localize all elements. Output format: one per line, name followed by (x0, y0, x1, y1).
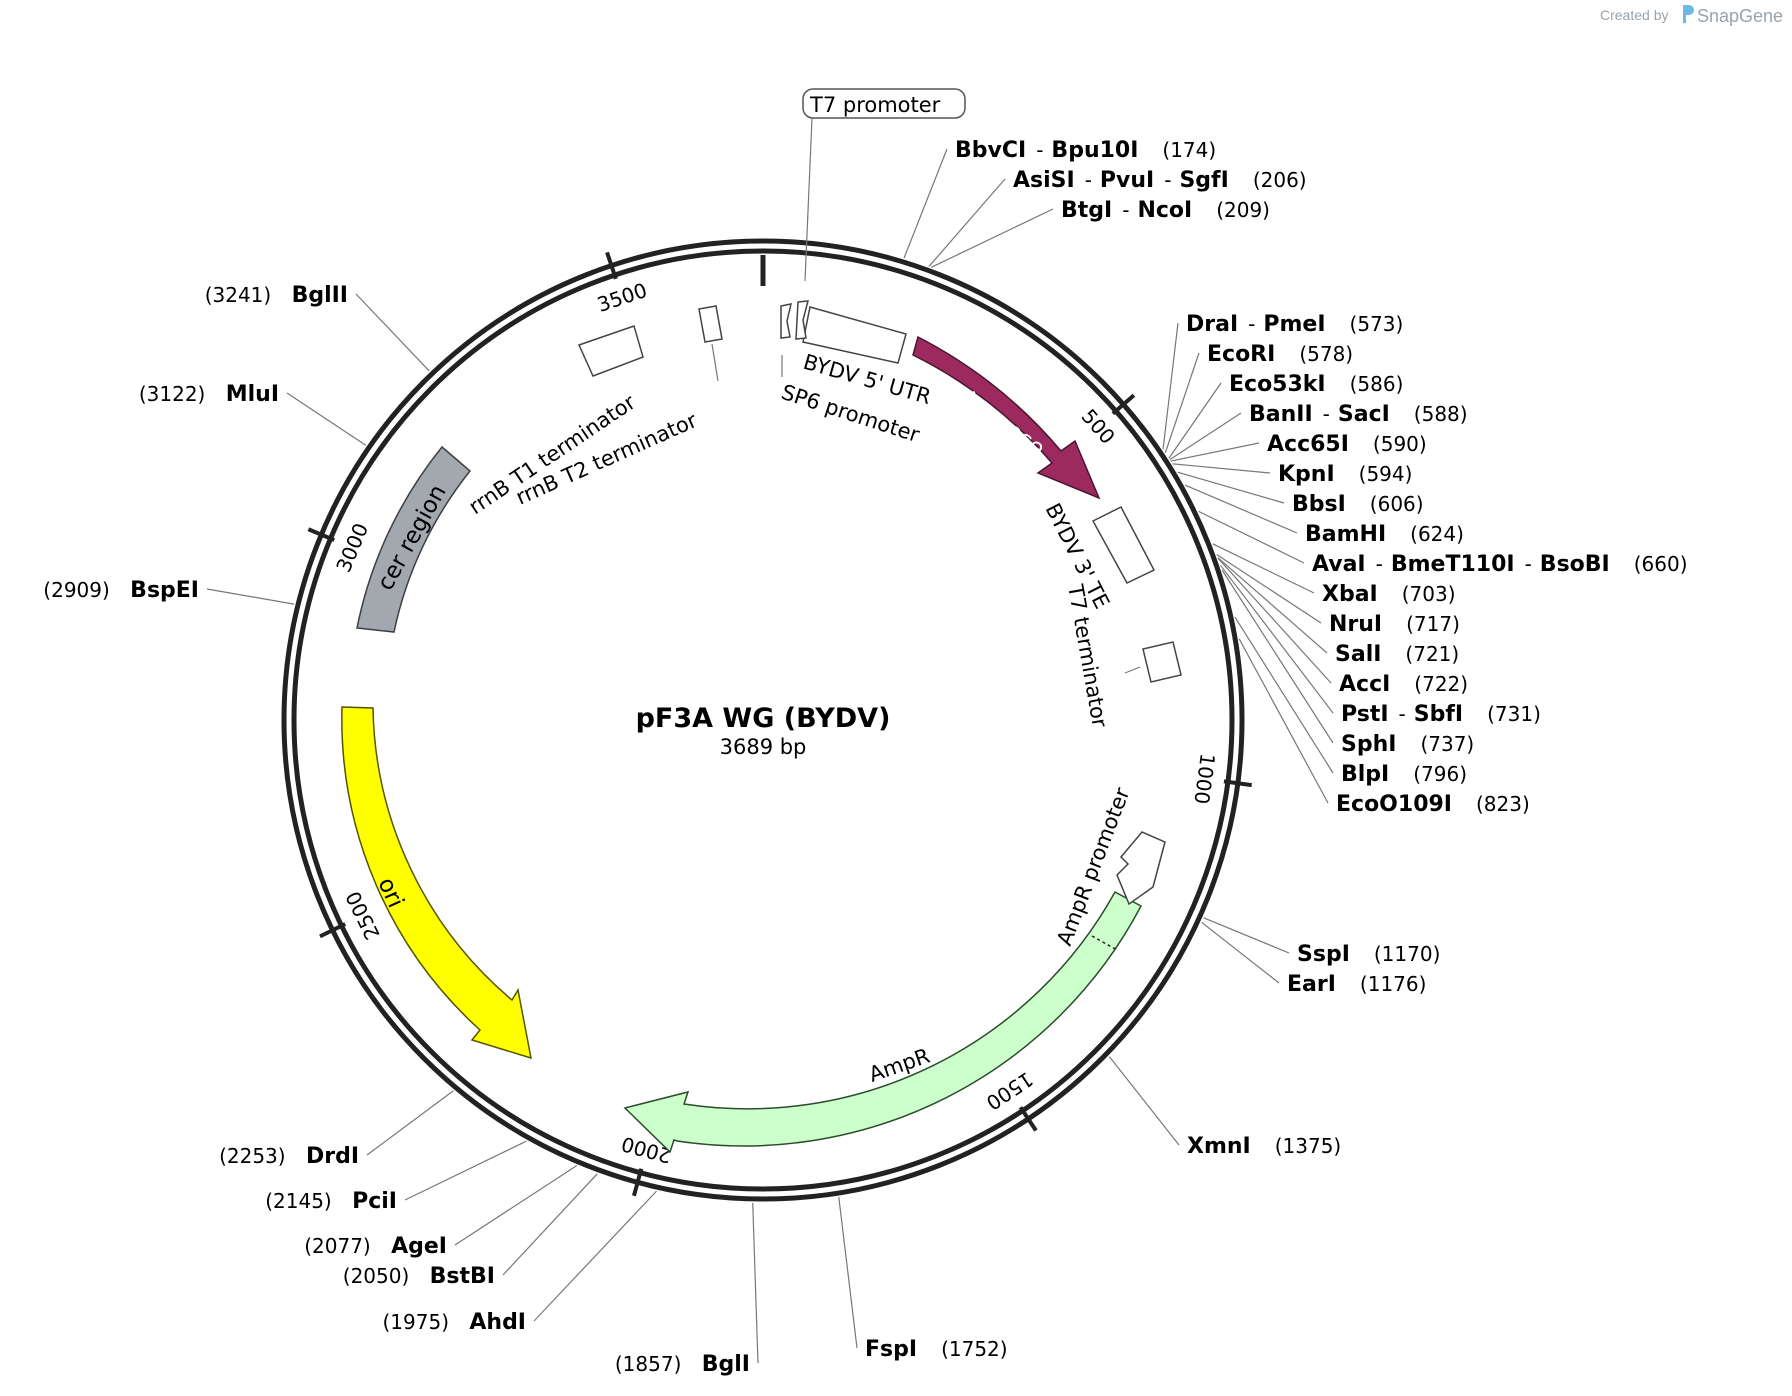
site-text: BlpI(796) (1341, 762, 1467, 787)
features (341, 300, 1182, 1154)
site-text: NruI(717) (1329, 612, 1460, 637)
bydv-3te-feature[interactable] (1091, 506, 1156, 584)
site-text: AsiSI-PvuI-SgfI(206) (1013, 168, 1307, 193)
site-text: XmnI(1375) (1187, 1134, 1341, 1159)
site-text: PstI-SbfI(731) (1341, 702, 1541, 727)
site-text: (2145) PciI (265, 1189, 397, 1214)
sp6-promoter-feature[interactable] (780, 303, 792, 339)
site-text: (3122) MluI (139, 382, 279, 407)
site-text: AvaI-BmeT110I-BsoBI(660) (1312, 552, 1688, 577)
site-text: SspI(1170) (1297, 942, 1440, 967)
site-label-right: SphI(737) (1221, 569, 1474, 757)
site-text: (3241) BglII (205, 283, 348, 308)
site-label-left: (2050) BstBI (343, 1173, 598, 1289)
site-text: EarI(1176) (1287, 972, 1426, 997)
t7-promoter-feature[interactable] (795, 300, 810, 340)
plasmid-length: 3689 bp (720, 735, 807, 759)
site-text: KpnI(594) (1278, 462, 1412, 487)
site-label-left: (1975) AhdI (383, 1190, 657, 1335)
site-text: Acc65I(590) (1267, 432, 1427, 457)
site-label-right: SalI(721) (1217, 557, 1459, 667)
site-label-right: FspI(1752) (838, 1196, 1008, 1362)
site-label-right: EarI(1176) (1201, 921, 1426, 997)
site-text: (2050) BstBI (343, 1264, 495, 1289)
tick-mark (1018, 1106, 1038, 1132)
site-text: EcoO109I(823) (1336, 792, 1530, 817)
restriction-sites: BbvCI-Bpu10I(174) AsiSI-PvuI-SgfI(206) Btg… (43, 138, 1687, 1377)
site-label-left: (3122) MluI (139, 382, 367, 446)
ori-feature[interactable] (341, 706, 532, 1060)
site-text: (2909) BspEI (43, 578, 199, 603)
site-label-left: (2253) DrdI (219, 1090, 454, 1169)
site-label-right: NruI(717) (1216, 554, 1460, 637)
site-text: (2077) AgeI (304, 1234, 447, 1259)
site-label-right: DraI-PmeI(573) (1162, 312, 1403, 450)
tick-mark (1111, 393, 1136, 416)
site-text: BtgI-NcoI(209) (1061, 198, 1270, 223)
site-label-right: XmnI(1375) (1108, 1056, 1341, 1159)
site-label-right: BtgI-NcoI(209) (931, 198, 1270, 268)
site-label-left: (3241) BglII (205, 283, 430, 372)
site-label-right: AsiSI-PvuI-SgfI(206) (928, 168, 1307, 267)
site-text: (1857) BglI (615, 1352, 750, 1377)
site-text: (2253) DrdI (219, 1144, 359, 1169)
site-text: SalI(721) (1335, 642, 1459, 667)
barnase-feature[interactable] (912, 335, 1101, 500)
site-label-right: KpnI(594) (1172, 462, 1412, 487)
credit-brand: SnapGene (1697, 6, 1783, 26)
site-label-right: BanII-SacI(588) (1169, 402, 1468, 461)
plasmid-name: pF3A WG (BYDV) (636, 703, 891, 734)
ampr-feature[interactable] (623, 890, 1143, 1154)
site-label-right: EcoRI(578) (1164, 342, 1353, 453)
site-text: XbaI(703) (1322, 582, 1456, 607)
site-label-left: (2077) AgeI (304, 1165, 578, 1259)
cer-region-feature[interactable] (356, 445, 472, 633)
map-title: pF3A WG (BYDV) 3689 bp (636, 703, 891, 759)
tick-mark (632, 1168, 644, 1197)
site-label-left: (2145) PciI (265, 1140, 527, 1214)
site-label-right: AvaI-BmeT110I-BsoBI(660) (1198, 510, 1688, 577)
tick-mark (605, 251, 618, 280)
ampr-promoter-feature[interactable] (1116, 831, 1166, 906)
rrnb-t2-terminator-feature[interactable] (698, 305, 723, 343)
site-label-right: BbsI(606) (1177, 471, 1424, 517)
site-text: BbvCI-Bpu10I(174) (955, 138, 1216, 163)
site-label-right: XbaI(703) (1212, 543, 1456, 607)
t7-terminator-feature[interactable] (1142, 641, 1182, 683)
t7-promoter-label: T7 promoter (809, 93, 941, 117)
snapgene-credit: Created by SnapGene (1600, 5, 1783, 26)
credit-prefix: Created by (1600, 7, 1668, 23)
site-label-left: (1857) BglI (615, 1202, 759, 1377)
site-text: DraI-PmeI(573) (1186, 312, 1403, 337)
site-text: AccI(722) (1339, 672, 1468, 697)
site-label-right: BbvCI-Bpu10I(174) (903, 138, 1216, 259)
site-text: BbsI(606) (1292, 492, 1424, 517)
site-text: FspI(1752) (865, 1337, 1008, 1362)
site-label-right: EcoO109I(823) (1238, 638, 1530, 817)
site-label-right: PstI-SbfI(731) (1220, 565, 1541, 727)
tick-mark (307, 527, 335, 542)
site-label-left: (2909) BspEI (43, 578, 295, 605)
site-label-right: BlpI(796) (1234, 616, 1467, 787)
site-label-right: Acc65I(590) (1170, 432, 1427, 462)
site-label-right: BamHI(624) (1184, 484, 1464, 547)
site-label-right: Eco53kI(586) (1168, 372, 1403, 459)
backbone (281, 238, 1245, 1202)
tick-label: 3500 (594, 278, 650, 317)
site-label-right: SspI(1170) (1203, 917, 1440, 967)
site-text: SphI(737) (1341, 732, 1474, 757)
site-text: (1975) AhdI (383, 1310, 527, 1335)
snapgene-logo-icon (1683, 5, 1694, 23)
rrnb-t1-terminator-feature[interactable] (577, 325, 644, 377)
site-text: BamHI(624) (1305, 522, 1464, 547)
site-label-right: AccI(722) (1217, 558, 1468, 697)
tick-mark (1223, 779, 1252, 788)
tick-label: 1000 (1189, 752, 1220, 806)
site-text: BanII-SacI(588) (1249, 402, 1468, 427)
tick-mark (319, 922, 347, 939)
t7-promoter-callout: T7 promoter (802, 88, 966, 282)
site-text: Eco53kI(586) (1229, 372, 1403, 397)
site-text: EcoRI(578) (1207, 342, 1353, 367)
